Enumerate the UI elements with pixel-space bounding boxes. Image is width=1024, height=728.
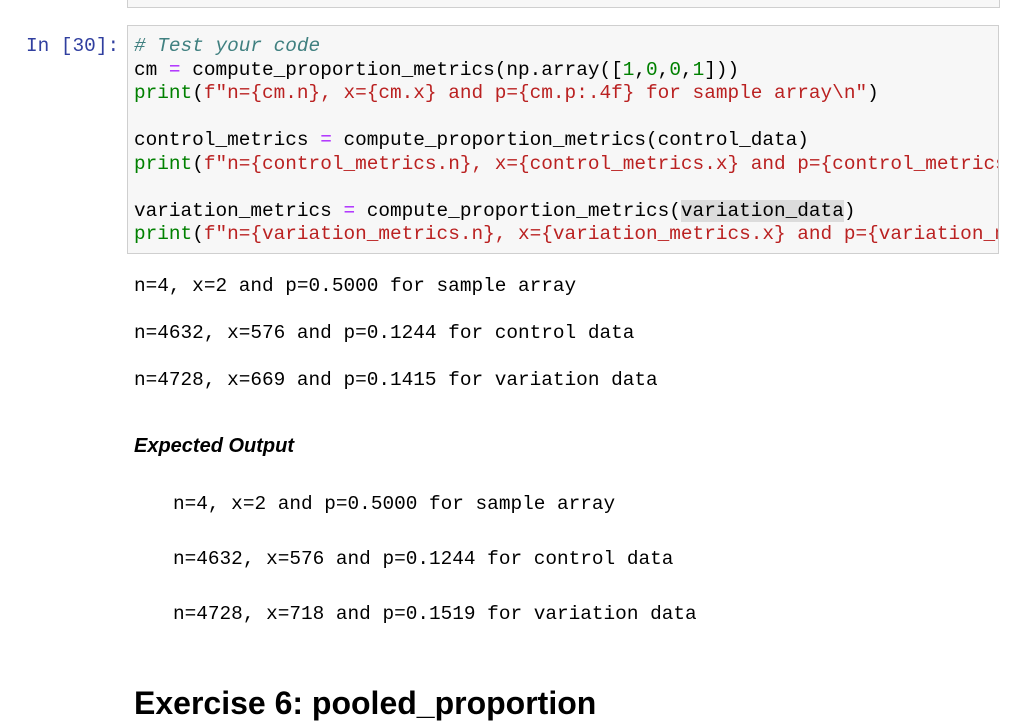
- code-line: cm = compute_proportion_metrics(np.array…: [134, 58, 998, 83]
- code-text: (: [192, 82, 204, 104]
- code-line: print(f"n={control_metrics.n}, x={contro…: [134, 152, 999, 177]
- operator: =: [168, 58, 181, 81]
- code-line: print(f"n={variation_metrics.n}, x={vari…: [134, 223, 999, 247]
- operator: =: [343, 199, 356, 222]
- expected-line: n=4, x=2 and p=0.5000 for sample array: [173, 493, 616, 515]
- code-text: control_metrics: [134, 129, 321, 151]
- code-text: ,: [657, 58, 670, 81]
- code-line: print(f"n={cm.n}, x={cm.x} and p={cm.p:.…: [134, 82, 998, 106]
- expected-output: n=4, x=2 and p=0.5000 for sample array n=…: [173, 477, 697, 642]
- expected-line: n=4728, x=718 and p=0.1519 for variation…: [173, 603, 697, 625]
- code-text: compute_proportion_metrics(np.array([: [180, 58, 623, 81]
- code-text: cm: [134, 58, 169, 81]
- builtin: print: [134, 223, 193, 245]
- output-line: n=4632, x=576 and p=0.1244 for control d…: [134, 322, 635, 344]
- builtin: print: [134, 82, 193, 104]
- string: f"n={control_metrics.n}, x={control_metr…: [203, 152, 999, 175]
- expected-output-title: Expected Output: [134, 435, 295, 457]
- string: f"n={variation_metrics.n}, x={variation_…: [203, 223, 999, 245]
- builtin: print: [134, 152, 193, 175]
- number: 1: [622, 58, 635, 81]
- cell-prompt: In [30]:: [26, 35, 120, 57]
- code-text: ,: [680, 58, 693, 81]
- code-text: ])): [704, 58, 740, 81]
- cell-output: n=4, x=2 and p=0.5000 for sample array n=…: [134, 263, 658, 404]
- highlighted-text: variation_data: [680, 199, 844, 222]
- code-text: (: [192, 223, 204, 245]
- code-text: ): [867, 82, 879, 104]
- code-line: # Test your code: [134, 35, 998, 59]
- code-text: compute_proportion_metrics(: [355, 199, 681, 222]
- expected-line: n=4632, x=576 and p=0.1244 for control d…: [173, 548, 674, 570]
- operator: =: [320, 129, 332, 151]
- code-text: ): [843, 199, 856, 222]
- output-line: n=4728, x=669 and p=0.1415 for variation…: [134, 369, 658, 391]
- code-text: (: [192, 152, 204, 175]
- number: 1: [692, 58, 705, 81]
- output-line: n=4, x=2 and p=0.5000 for sample array: [134, 275, 577, 297]
- code-line: control_metrics = compute_proportion_met…: [134, 129, 998, 153]
- code-text: ,: [634, 58, 647, 81]
- code-line: variation_metrics = compute_proportion_m…: [134, 199, 998, 224]
- string: f"n={cm.n}, x={cm.x} and p={cm.p:.4f} fo…: [203, 82, 868, 104]
- code-text: compute_proportion_metrics(control_data): [331, 129, 809, 151]
- comment: # Test your code: [134, 35, 321, 57]
- code-text: variation_metrics: [134, 199, 344, 222]
- section-heading: Exercise 6: pooled_proportion: [134, 685, 597, 721]
- number: 0: [646, 58, 658, 81]
- number: 0: [669, 58, 681, 81]
- previous-cell[interactable]: [127, 0, 1000, 8]
